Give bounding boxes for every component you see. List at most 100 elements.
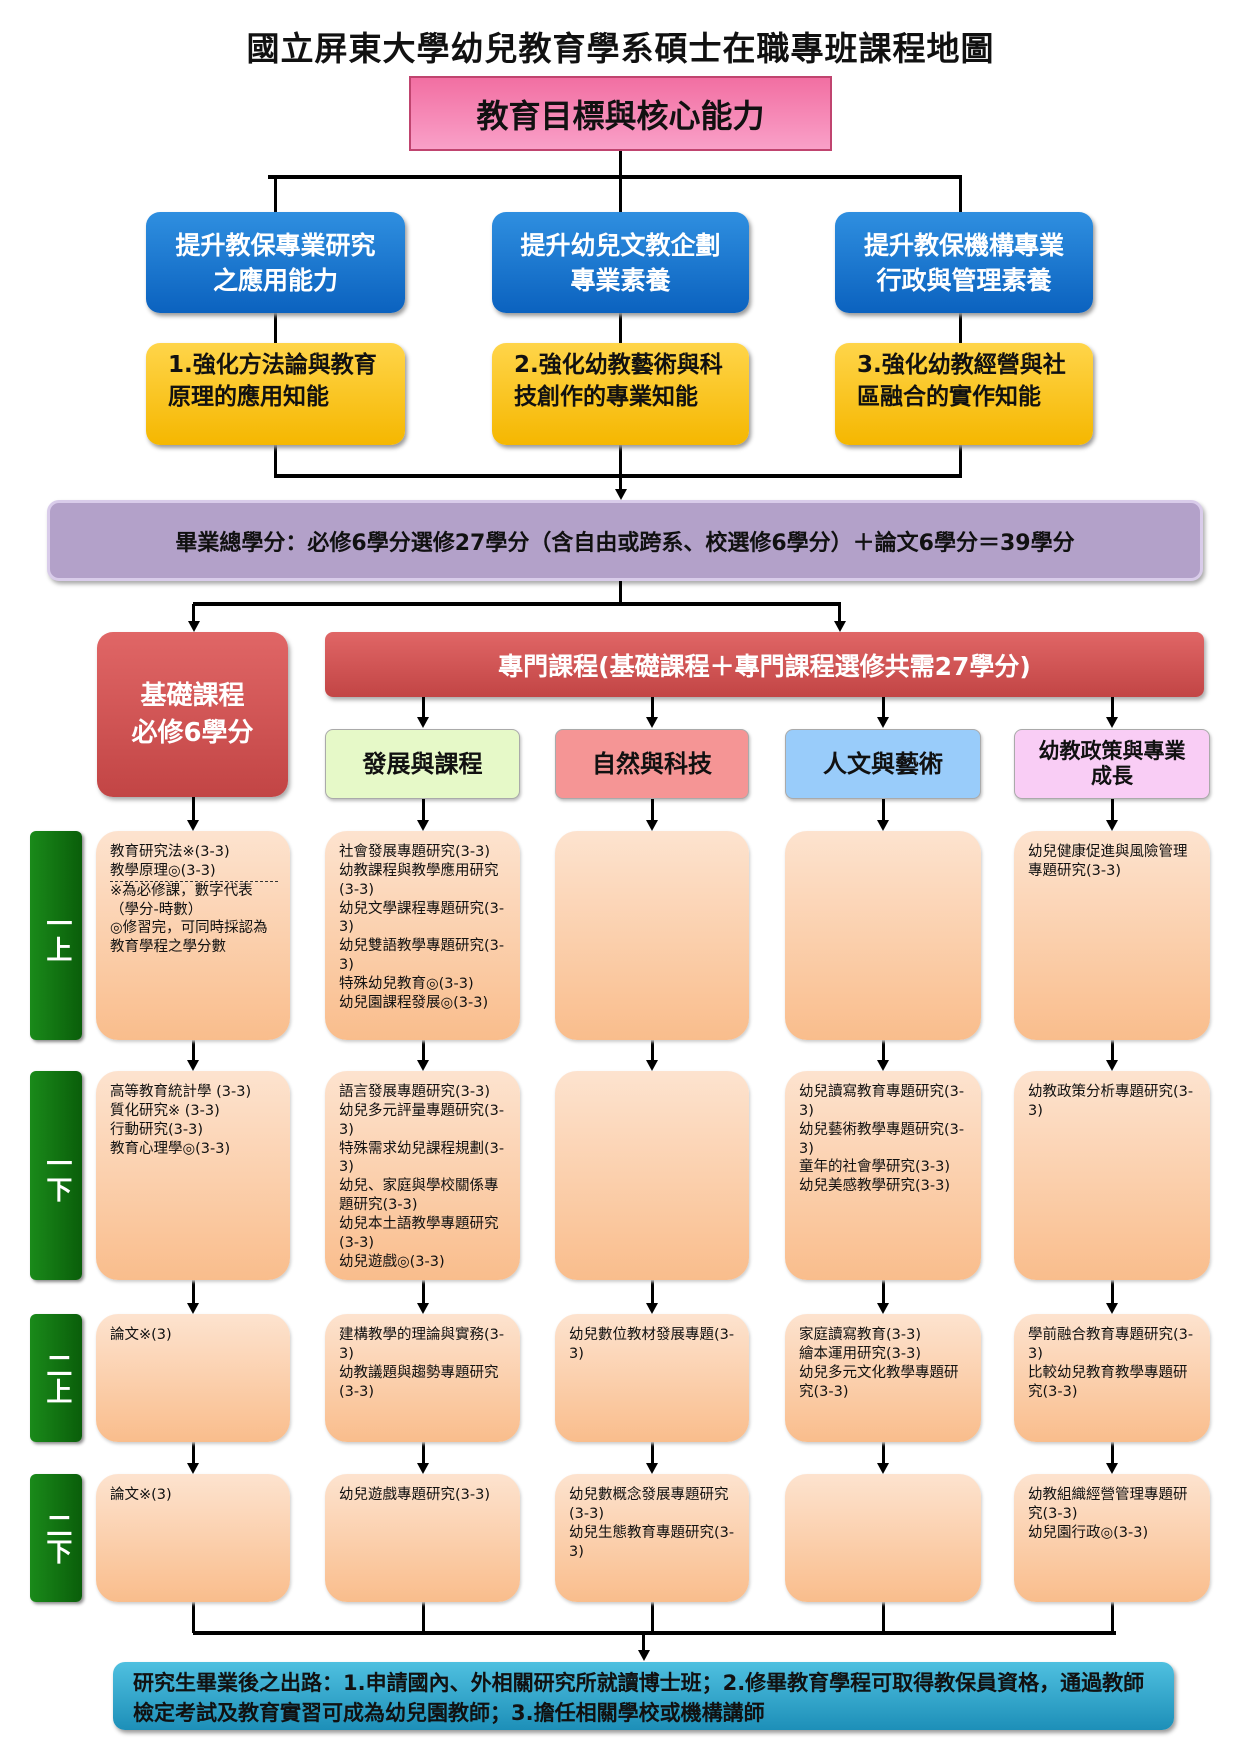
- basic-courses-box: 基礎課程 必修6學分: [97, 632, 288, 797]
- arrow-icon: [187, 1303, 199, 1314]
- course-item: 教育研究法※(3-3): [110, 844, 230, 860]
- arrow-icon: [646, 1060, 658, 1071]
- connector: [619, 313, 622, 343]
- connector: [193, 1631, 1116, 1635]
- connector: [421, 799, 425, 821]
- connector: [1111, 1040, 1114, 1061]
- course-item: 論文※(3): [110, 1487, 172, 1503]
- arrow-icon: [188, 621, 200, 632]
- arrow-icon: [416, 1463, 429, 1474]
- course-item: 幼兒雙語教學專題研究(3-3): [339, 938, 505, 974]
- arrow-icon: [877, 820, 889, 831]
- connector: [192, 1602, 195, 1633]
- course-item: 建構教學的理論與實務(3-3): [339, 1327, 505, 1362]
- connector: [1111, 697, 1114, 718]
- page-title: 國立屏東大學幼兒教育學系碩士在職專班課程地圖: [246, 29, 995, 68]
- connector: [619, 581, 622, 605]
- connector: [838, 604, 841, 622]
- course-box: 幼兒遊戲專題研究(3-3): [325, 1474, 520, 1602]
- course-box: 幼兒數概念發展專題研究(3-3)幼兒生態教育專題研究(3-3): [555, 1474, 749, 1602]
- course-box: [555, 1071, 749, 1280]
- course-item: 幼兒藝術教學專題研究(3-3): [799, 1121, 965, 1157]
- course-item: 幼兒園課程發展◎(3-3): [339, 994, 489, 1011]
- connector: [421, 1040, 425, 1061]
- connector: [192, 797, 195, 821]
- course-item: 論文※(3): [110, 1327, 172, 1343]
- connector: [619, 151, 622, 179]
- arrow-icon: [1106, 717, 1118, 728]
- connector: [619, 445, 622, 490]
- connector: [651, 697, 654, 718]
- connector: [959, 177, 962, 213]
- goal-box: 教育目標與核心能力: [409, 76, 832, 151]
- semester-label: 二上: [30, 1314, 82, 1442]
- arrow-icon: [187, 820, 199, 831]
- connector: [1111, 1280, 1114, 1304]
- connector: [268, 175, 962, 179]
- arrow-icon: [416, 820, 429, 831]
- connector: [421, 1602, 425, 1633]
- connector: [882, 1602, 885, 1633]
- career-box: 研究生畢業後之出路：1.申請國內、外相關研究所就讀博士班；2.修畢教育學程可取得…: [113, 1662, 1174, 1730]
- course-box: 論文※(3): [96, 1474, 290, 1602]
- arrow-icon: [416, 717, 429, 728]
- course-item: 幼兒多元評量專題研究(3-3): [339, 1102, 505, 1138]
- basic-line1: 基礎課程: [140, 681, 245, 712]
- connector: [882, 1040, 885, 1061]
- connector: [651, 799, 654, 821]
- semester-label: 一下: [30, 1071, 82, 1280]
- course-box: 教育研究法※(3-3)教學原理◎(3-3)※為必修課，數字代表（學分-時數）◎修…: [96, 831, 290, 1040]
- course-item: 幼兒數概念發展專題研究(3-3): [569, 1487, 729, 1522]
- course-box: [785, 831, 981, 1040]
- divider: [110, 880, 278, 882]
- course-item: 幼兒健康促進與風險管理專題研究(3-3): [1028, 844, 1188, 879]
- course-item: 繪本運用研究(3-3): [799, 1345, 921, 1362]
- connector: [882, 697, 885, 718]
- course-box: 幼兒健康促進與風險管理專題研究(3-3): [1014, 831, 1210, 1040]
- arrow-icon: [646, 820, 658, 831]
- connector: [193, 602, 841, 606]
- connector: [274, 313, 277, 343]
- course-item: 語言發展專題研究(3-3): [339, 1084, 490, 1100]
- arrow-icon: [615, 489, 627, 500]
- connector: [274, 445, 277, 477]
- course-item: 社會發展專題研究(3-3): [339, 844, 490, 860]
- course-item: 行動研究(3-3): [110, 1121, 203, 1138]
- course-item: 幼兒園行政◎(3-3): [1028, 1524, 1149, 1541]
- course-item: 特殊需求幼兒課程規劃(3-3): [339, 1140, 505, 1176]
- course-item: 幼兒、家庭與學校關係專題研究(3-3): [339, 1178, 499, 1214]
- connector: [651, 1280, 654, 1304]
- connector: [421, 1280, 425, 1304]
- connector: [651, 1602, 654, 1633]
- course-item: 幼兒遊戲專題研究(3-3): [339, 1487, 490, 1503]
- course-item: 教學原理◎(3-3): [110, 862, 216, 879]
- arrow-icon: [646, 1463, 658, 1474]
- connector: [1111, 1442, 1114, 1464]
- connector: [192, 1442, 195, 1464]
- course-item: 學前融合教育專題研究(3-3): [1028, 1327, 1194, 1362]
- legend-note: ◎修習完，可同時採認為教育學程之學分數: [110, 920, 268, 956]
- arrow-icon: [638, 1650, 650, 1661]
- connector: [274, 177, 277, 213]
- connector: [274, 474, 962, 478]
- connector: [651, 1040, 654, 1061]
- course-box: [785, 1474, 981, 1602]
- course-item: 高等教育統計學 (3-3): [110, 1084, 252, 1100]
- course-item: 幼兒遊戲◎(3-3): [339, 1253, 445, 1270]
- arrow-icon: [187, 1060, 199, 1071]
- connector: [192, 1040, 195, 1061]
- connector: [421, 1442, 425, 1464]
- competency-box-1: 1.強化方法論與教育原理的應用知能: [146, 343, 405, 445]
- arrow-icon: [1106, 1060, 1118, 1071]
- category-box: 自然與科技: [555, 729, 749, 799]
- arrow-icon: [416, 1303, 429, 1314]
- course-box: 建構教學的理論與實務(3-3)幼教議題與趨勢專題研究(3-3): [325, 1314, 520, 1442]
- course-item: 家庭讀寫教育(3-3): [799, 1327, 921, 1343]
- arrow-icon: [187, 1463, 199, 1474]
- connector: [1111, 799, 1114, 821]
- course-item: 幼兒美感教學研究(3-3): [799, 1178, 950, 1195]
- course-box: 語言發展專題研究(3-3) 幼兒多元評量專題研究(3-3)特殊需求幼兒課程規劃(3…: [325, 1071, 520, 1280]
- course-item: 幼教政策分析專題研究(3-3): [1028, 1084, 1194, 1119]
- total-credits-box: 畢業總學分：必修6學分選修27學分（含自由或跨系、校選修6學分）＋論文6學分＝3…: [47, 500, 1203, 581]
